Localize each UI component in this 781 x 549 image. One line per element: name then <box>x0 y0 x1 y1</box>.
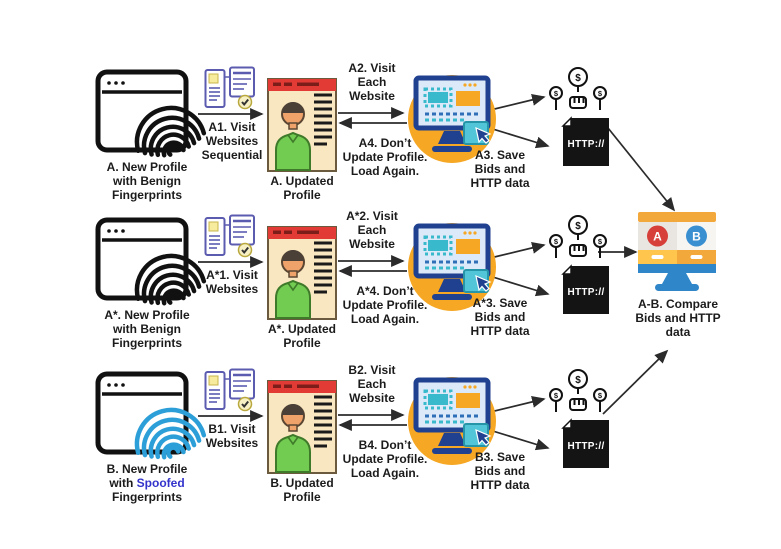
new-profile-suffix: Fingerprints <box>111 490 182 504</box>
svg-text:$: $ <box>598 89 603 98</box>
updated-profile-card-icon <box>267 226 337 320</box>
bids-money-icon: $ $ $ <box>549 215 607 258</box>
visit-each-website-label: B2. Visit Each Website <box>348 363 396 405</box>
fingerprint-icon <box>134 105 207 158</box>
http-doc-text: HTTP:// <box>567 441 604 452</box>
updated-profile-label: B. Updated Profile <box>270 476 334 504</box>
svg-text:$: $ <box>554 391 559 400</box>
fingerprint-icon <box>134 253 207 306</box>
visit-each-website-label: A*2. Visit Each Website <box>346 209 398 251</box>
cursor-icon <box>475 274 492 292</box>
http-document-icon: HTTP:// <box>561 116 609 166</box>
svg-text:$: $ <box>598 237 603 246</box>
updated-profile-card-icon <box>267 78 337 172</box>
new-profile-label: A*. New Profile with Benign Fingerprints <box>104 308 190 350</box>
new-profile-prefix: B. New Profile with <box>106 462 188 490</box>
http-doc-text: HTTP:// <box>567 287 604 298</box>
dont-update-label: A*4. Don’t Update Profile. Load Again. <box>342 284 428 326</box>
dollar-sign: $ <box>575 375 581 386</box>
new-profile-label: B. New Profile with Spoofed Fingerprints <box>62 462 232 504</box>
person-avatar <box>275 250 311 319</box>
pipeline-row-b: $ $ $ HTTP:// B. New Profile with Spoofe… <box>0 362 781 528</box>
dont-update-label: A4. Don’t Update Profile. Load Again. <box>342 136 428 178</box>
dont-update-label: B4. Don’t Update Profile. Load Again. <box>342 438 428 480</box>
browser-fingerprint-icon <box>95 217 207 306</box>
ad-platform-monitor-icon <box>408 75 496 163</box>
updated-profile-label: A*. Updated Profile <box>267 322 336 350</box>
visit-websites-label: B1. Visit Websites <box>205 422 259 450</box>
svg-text:$: $ <box>554 89 559 98</box>
websites-checklist-icon <box>204 214 255 258</box>
svg-text:$: $ <box>554 237 559 246</box>
arrow-b-to-compare <box>602 349 669 415</box>
dollar-sign: $ <box>575 221 581 232</box>
http-document-icon: HTTP:// <box>561 418 609 468</box>
person-avatar <box>275 404 311 473</box>
new-profile-label: A. New Profile with Benign Fingerprints <box>106 160 188 202</box>
person-avatar <box>275 102 311 171</box>
svg-text:$: $ <box>598 391 603 400</box>
pipeline-row-a-star: $ $ $ HTTP:// A*. New Profile with Benig… <box>0 208 781 374</box>
browser-fingerprint-icon <box>95 69 207 158</box>
visit-websites-label: A*1. Visit Websites <box>205 268 259 296</box>
save-bids-label: A*3. Save Bids and HTTP data <box>470 296 530 338</box>
cursor-icon <box>475 126 492 144</box>
bids-money-icon: $ $ $ <box>549 67 607 110</box>
bids-money-icon: $ $ $ <box>549 369 607 412</box>
dollar-sign: $ <box>575 73 581 84</box>
save-bids-label: B3. Save Bids and HTTP data <box>470 450 530 492</box>
websites-checklist-icon <box>204 368 255 412</box>
save-bids-label: A3. Save Bids and HTTP data <box>470 148 530 190</box>
websites-checklist-icon <box>204 66 255 110</box>
http-doc-text: HTTP:// <box>567 139 604 150</box>
spoofed-highlight: Spoofed <box>136 476 185 490</box>
fingerprint-icon <box>134 407 207 460</box>
updated-profile-label: A. Updated Profile <box>270 174 334 202</box>
http-document-icon: HTTP:// <box>561 264 609 314</box>
browser-fingerprint-icon <box>95 371 207 460</box>
pipeline-row-a: $ $ $ HTTP:// A. New Profile with Benign… <box>0 60 781 226</box>
visit-websites-label: A1. Visit Websites Sequential <box>201 120 263 162</box>
visit-each-website-label: A2. Visit Each Website <box>348 61 396 103</box>
ad-platform-monitor-icon <box>408 377 496 465</box>
ad-platform-monitor-icon <box>408 223 496 311</box>
arrow-a-to-compare <box>607 127 676 212</box>
updated-profile-card-icon <box>267 380 337 474</box>
cursor-icon <box>475 428 492 446</box>
